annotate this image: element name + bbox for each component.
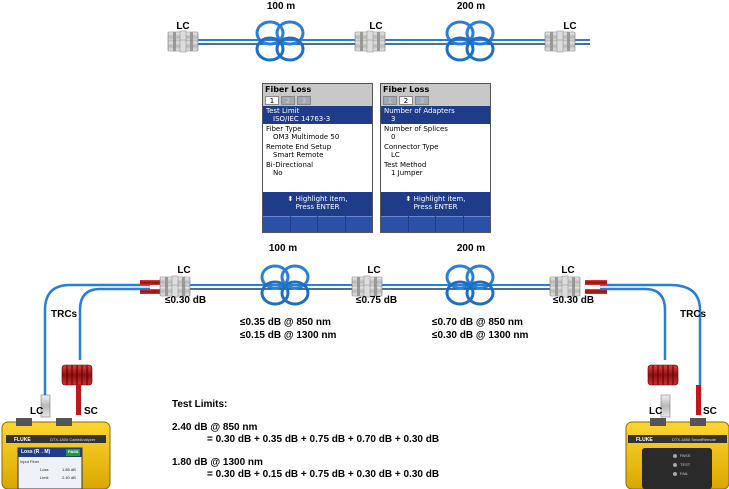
led-test	[673, 463, 677, 467]
fiber2-loss-850: ≤0.70 dB @ 850 nm	[432, 317, 523, 328]
right-lc-unit-label: LC	[649, 406, 663, 417]
main-tester-unit	[1, 418, 111, 489]
screen-title: Fiber Loss	[381, 84, 490, 96]
fiber-loss-screen-left: Fiber Loss 1 2 3 Test Limit ISO/IEC 1476…	[262, 83, 373, 233]
right-lc-plug	[660, 394, 671, 418]
softkey-1[interactable]	[381, 216, 408, 232]
setting-connector-type[interactable]: Connector Type LC	[384, 143, 439, 159]
softkey-2[interactable]	[408, 216, 435, 232]
top-lc-label-right: LC	[563, 21, 577, 32]
top-connector-right	[544, 30, 576, 53]
setting-test-limit[interactable]: Test Limit ISO/IEC 14763-3	[263, 106, 372, 124]
screen-title: Fiber Loss	[263, 84, 372, 96]
remote-brand: FLUKE	[636, 437, 653, 443]
screen-tabs: 1 2 3	[381, 96, 490, 106]
main-value-1: 1.85 dB	[62, 467, 76, 472]
sum-850: = 0.30 dB + 0.35 dB + 0.75 dB + 0.70 dB …	[207, 434, 440, 445]
bottom-connector-right	[549, 275, 581, 298]
limit-1300: 1.80 dB @ 1300 nm	[172, 457, 263, 468]
screen-hint: ⬍ Highlight item, Press ENTER	[263, 192, 372, 214]
main-row-2: Limit	[40, 475, 49, 480]
bottom-lc-label-right: LC	[561, 265, 575, 276]
led-pass	[673, 454, 677, 458]
softkey-1[interactable]	[263, 216, 290, 232]
test-limits-heading: Test Limits:	[172, 399, 228, 410]
setting-fiber-type[interactable]: Fiber Type OM3 Multimode 50	[266, 125, 340, 141]
right-sc-mandrel	[647, 364, 701, 415]
fiber2-loss-1300: ≤0.30 dB @ 1300 nm	[432, 330, 529, 341]
right-trc-label: TRCs	[680, 309, 707, 320]
bottom-spool2-length: 200 m	[456, 243, 486, 254]
bottom-lc-label-middle: LC	[367, 265, 381, 276]
screen-tabs: 1 2 3	[263, 96, 372, 106]
tab-2[interactable]: 2	[399, 96, 413, 105]
main-model: DTX-1800 CableAnalyzer	[50, 437, 96, 442]
conn1-loss: ≤0.30 dB	[165, 295, 207, 306]
main-row-1: Loss	[40, 467, 49, 472]
top-lc-label-left: LC	[176, 21, 190, 32]
softkey-4[interactable]	[345, 216, 372, 232]
softkey-bar	[263, 214, 372, 232]
softkey-2[interactable]	[290, 216, 317, 232]
softkey-4[interactable]	[463, 216, 490, 232]
top-connector-middle	[354, 30, 386, 53]
conn2-loss: ≤0.75 dB	[356, 295, 398, 306]
top-lc-label-middle: LC	[369, 21, 383, 32]
bottom-connector-left	[159, 275, 191, 298]
pass-indicator	[66, 449, 80, 456]
tab-1[interactable]: 1	[265, 96, 279, 105]
fiber1-loss-850: ≤0.35 dB @ 850 nm	[240, 317, 331, 328]
setting-splices[interactable]: Number of Splices 0	[384, 125, 448, 141]
bottom-lc-label-left: LC	[177, 265, 191, 276]
main-brand: FLUKE	[14, 437, 31, 443]
setting-test-method[interactable]: Test Method 1 Jumper	[384, 161, 427, 177]
limit-850: 2.40 dB @ 850 nm	[172, 422, 258, 433]
main-screen-title: Loss (R→M)	[21, 449, 51, 455]
tab-1[interactable]: 1	[383, 96, 397, 105]
sum-1300: = 0.30 dB + 0.15 dB + 0.75 dB + 0.30 dB …	[207, 469, 440, 480]
main-status: PASS	[68, 449, 79, 454]
softkey-3[interactable]	[318, 216, 345, 232]
setting-bi-directional[interactable]: Bi-Directional No	[266, 161, 314, 177]
remote-model: DTX-1800 SmartRemote	[672, 437, 717, 442]
tab-3[interactable]: 3	[415, 96, 429, 105]
fiber-loss-screen-right: Fiber Loss 1 2 3 Number of Adapters 3 Nu…	[380, 83, 491, 233]
tab-2[interactable]: 2	[281, 96, 295, 105]
updown-arrow-icon: ⬍	[287, 195, 294, 203]
tab-3[interactable]: 3	[297, 96, 311, 105]
top-fiber-chain	[167, 20, 590, 62]
left-lc-plug	[40, 394, 51, 418]
left-trc-fiber	[43, 283, 150, 395]
setting-remote-end[interactable]: Remote End Setup Smart Remote	[266, 143, 332, 159]
left-lc-unit-label: LC	[30, 406, 44, 417]
remote-led-label-0: PASS	[680, 453, 691, 458]
updown-arrow-icon: ⬍	[405, 195, 412, 203]
softkey-3[interactable]	[436, 216, 463, 232]
right-trc-fiber	[600, 283, 702, 395]
top-spool1-length: 100 m	[266, 1, 296, 12]
bottom-connector-middle	[351, 275, 383, 298]
left-trc-label: TRCs	[51, 309, 78, 320]
screen-hint: ⬍ Highlight item, Press ENTER	[381, 192, 490, 214]
left-sc-mandrel	[61, 364, 93, 415]
top-spool2-length: 200 m	[456, 1, 486, 12]
main-value-2: 2.40 dB	[62, 475, 76, 480]
led-fail	[673, 472, 677, 476]
bottom-fiber-chain	[40, 264, 702, 418]
test-limits-block: Test Limits: 2.40 dB @ 850 nm = 0.30 dB …	[172, 399, 439, 481]
remote-tester-unit	[625, 418, 729, 489]
bottom-spool1-length: 100 m	[268, 243, 298, 254]
remote-led-label-2: FAIL	[680, 471, 689, 476]
remote-led-label-1: TEST	[680, 462, 691, 467]
left-sc-unit-label: SC	[84, 406, 98, 417]
right-sc-unit-label: SC	[703, 406, 717, 417]
fiber1-loss-1300: ≤0.15 dB @ 1300 nm	[240, 330, 337, 341]
setting-adapters[interactable]: Number of Adapters 3	[381, 106, 490, 124]
conn3-loss: ≤0.30 dB	[553, 295, 595, 306]
main-row-0: Input Fiber	[20, 459, 40, 464]
remote-unit-panel	[642, 448, 712, 489]
softkey-bar	[381, 214, 490, 232]
top-connector-left	[167, 30, 199, 53]
